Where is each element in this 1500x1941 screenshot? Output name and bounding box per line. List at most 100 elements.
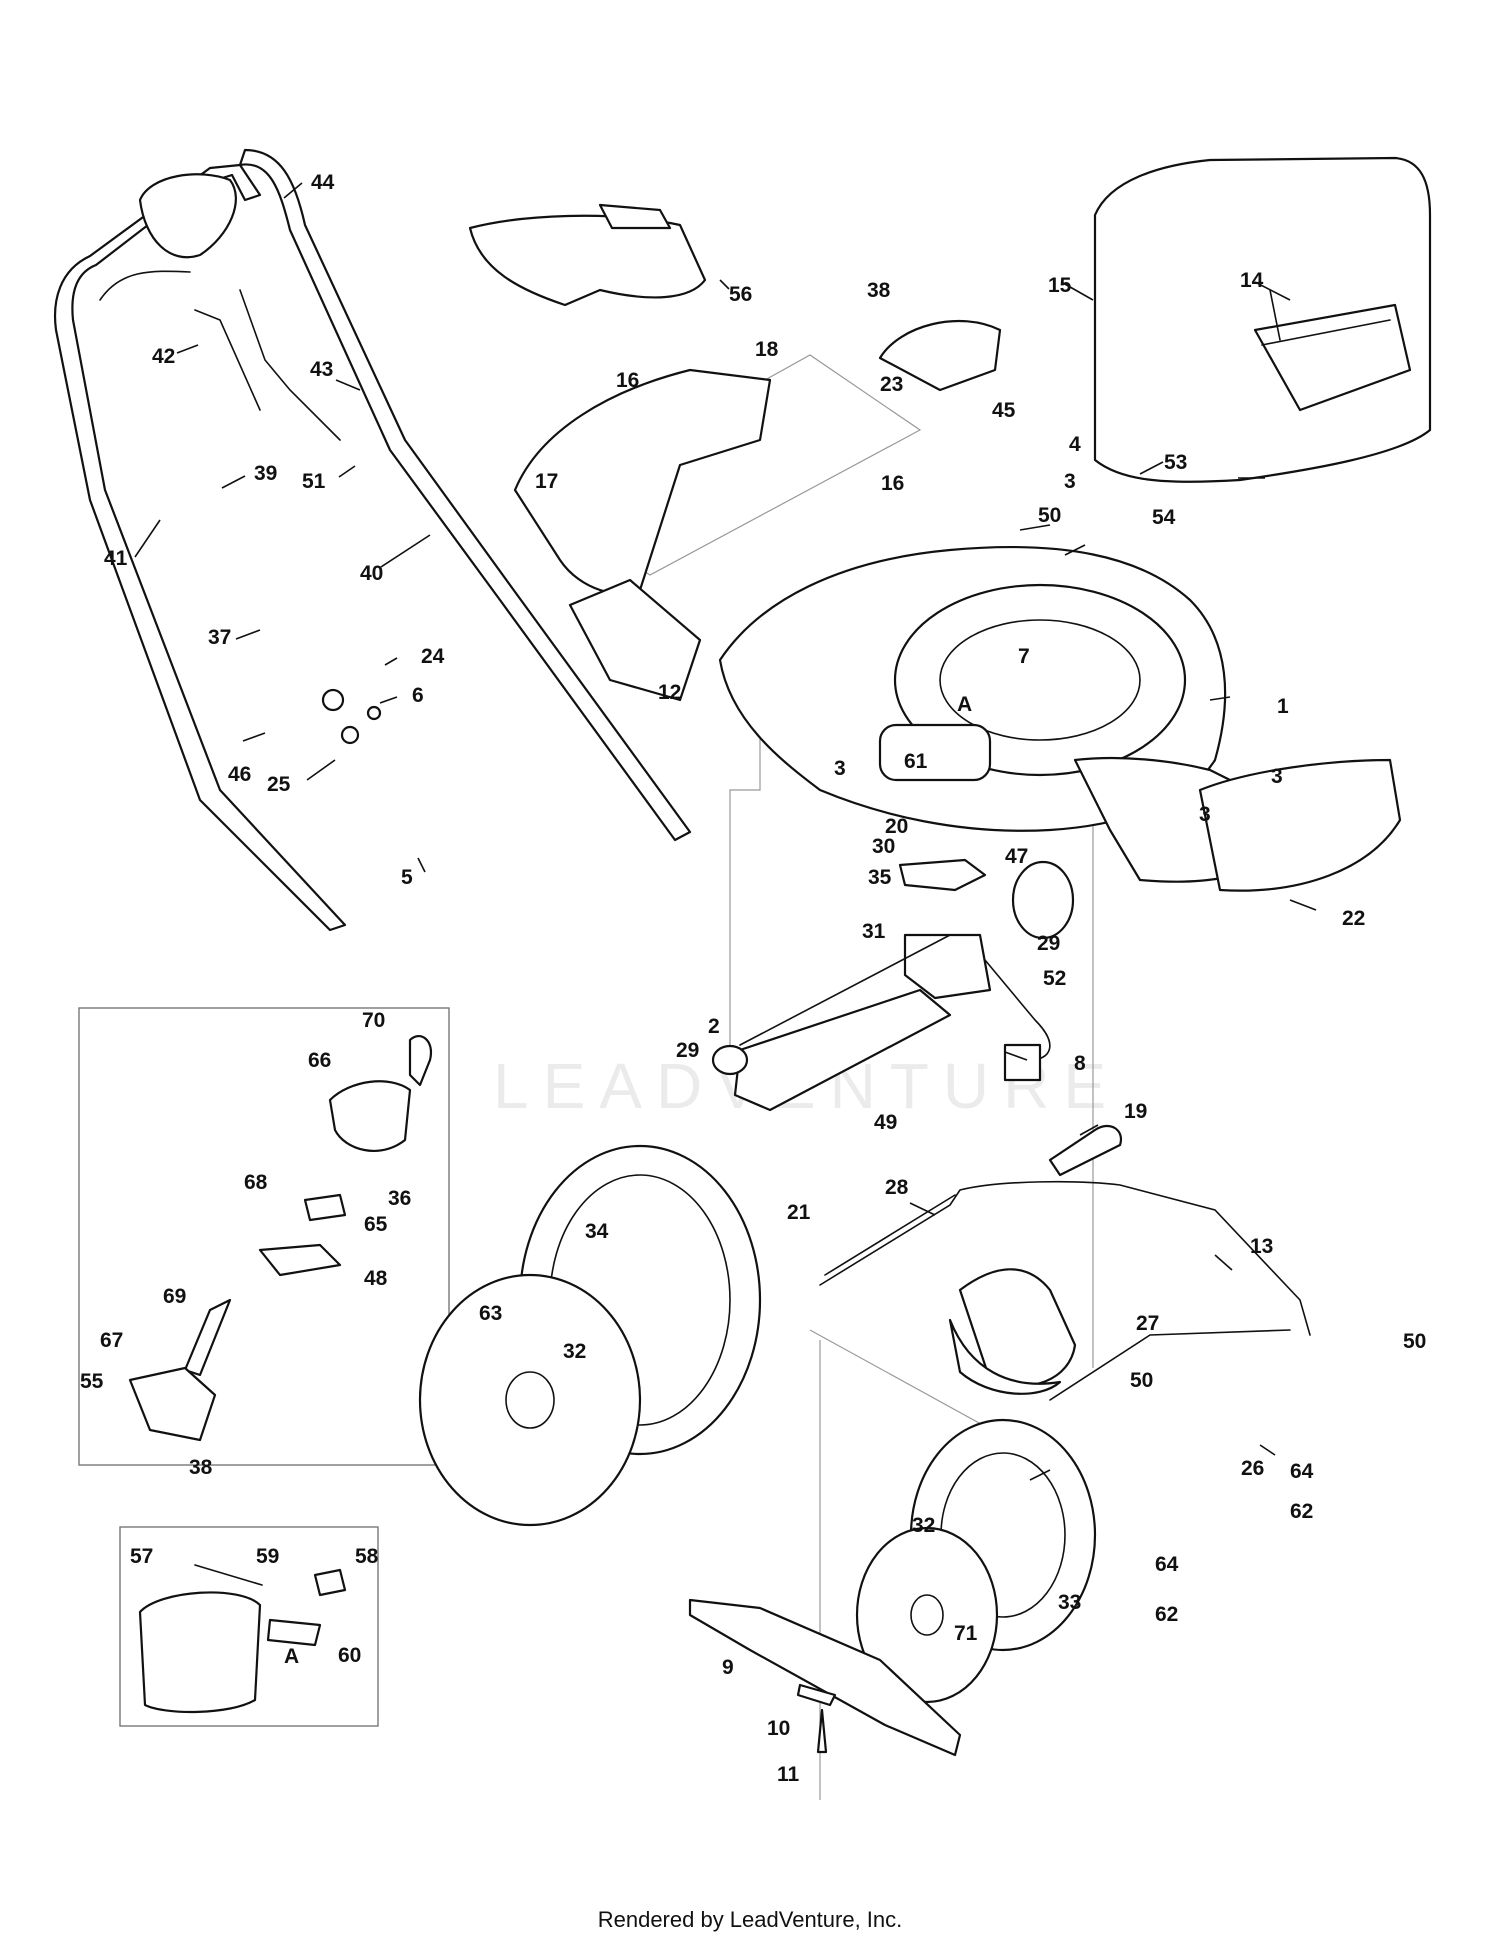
callout-66: 66 (308, 1049, 331, 1072)
hub-cap-rear (855, 1526, 999, 1704)
callout-3: 3 (1064, 470, 1076, 493)
callout-53: 53 (1164, 451, 1187, 474)
inset-box-control (78, 1007, 450, 1466)
callout-65: 65 (364, 1213, 388, 1236)
callout-35: 35 (868, 866, 892, 889)
callout-6: 6 (412, 684, 424, 707)
callout-61: 61 (904, 750, 928, 773)
callout-18: 18 (755, 338, 779, 361)
callout-1: 1 (1277, 695, 1289, 718)
callout-28: 28 (885, 1176, 909, 1199)
footer-credit: Rendered by LeadVenture, Inc. (597, 1907, 903, 1932)
callout-3: 3 (1199, 803, 1211, 826)
callout-26: 26 (1241, 1457, 1264, 1480)
callout-40: 40 (360, 562, 383, 585)
callout-17: 17 (535, 470, 558, 493)
callout-59: 59 (256, 1545, 279, 1568)
callout-36: 36 (388, 1187, 411, 1210)
callout-64: 64 (1155, 1553, 1179, 1576)
callout-54: 54 (1152, 506, 1176, 529)
callout-27: 27 (1136, 1312, 1159, 1335)
callout-7: 7 (1018, 645, 1030, 668)
callout-19: 19 (1124, 1100, 1147, 1123)
callout-71: 71 (954, 1622, 978, 1645)
callout-21: 21 (787, 1201, 811, 1224)
callout-62: 62 (1290, 1500, 1313, 1523)
callout-11: 11 (777, 1763, 800, 1786)
drive-assembly (711, 858, 1123, 1177)
rear-door-chute (468, 203, 1002, 702)
callout-46: 46 (228, 763, 251, 786)
callout-23: 23 (880, 373, 903, 396)
mower-deck (718, 545, 1402, 892)
callout-52: 52 (1043, 967, 1066, 990)
callout-62: 62 (1155, 1603, 1178, 1626)
callout-38: 38 (189, 1456, 213, 1479)
callout-32: 32 (912, 1514, 935, 1537)
callout-30: 30 (872, 835, 895, 858)
callout-42: 42 (152, 345, 175, 368)
callout-63: 63 (479, 1302, 502, 1325)
callout-13: 13 (1250, 1235, 1273, 1258)
callout-58: 58 (355, 1545, 379, 1568)
hub-cap-large (418, 1273, 642, 1527)
callout-38: 38 (867, 279, 891, 302)
callout-48: 48 (364, 1267, 388, 1290)
callout-56: 56 (729, 283, 752, 306)
callout-22: 22 (1342, 907, 1365, 930)
blade (688, 1598, 962, 1757)
callout-69: 69 (163, 1285, 186, 1308)
callout-51: 51 (302, 470, 326, 493)
callout-5: 5 (401, 866, 413, 889)
callout-44: 44 (311, 171, 335, 194)
callout-37: 37 (208, 626, 231, 649)
inset-box-mulch-plug (119, 1526, 379, 1727)
callout-43: 43 (310, 358, 333, 381)
callout-labels: 1 2 3 3 3 3 4 5 6 7 8 9 10 11 12 13 14 1… (80, 171, 1426, 1786)
callout-50: 50 (1130, 1369, 1153, 1392)
axle-and-lever (819, 1180, 1311, 1401)
callout-29: 29 (676, 1039, 699, 1062)
callout-2: 2 (708, 1015, 720, 1038)
callout-33: 33 (1058, 1591, 1081, 1614)
callout-14: 14 (1240, 269, 1264, 292)
callout-20: 20 (885, 815, 908, 838)
mulch-plug-parts (138, 1564, 347, 1714)
callout-24: 24 (421, 645, 445, 668)
callout-41: 41 (104, 547, 128, 570)
callout-67: 67 (100, 1329, 123, 1352)
callout-29: 29 (1037, 932, 1060, 955)
callout-16: 16 (881, 472, 904, 495)
callout-8: 8 (1074, 1052, 1086, 1075)
callout-50: 50 (1038, 504, 1061, 527)
callout-45: 45 (992, 399, 1016, 422)
callout-70: 70 (362, 1009, 385, 1032)
callout-39: 39 (254, 462, 277, 485)
control-box-parts (128, 1035, 433, 1442)
callout-49: 49 (874, 1111, 897, 1134)
callout-32: 32 (563, 1340, 586, 1363)
callout-25: 25 (267, 773, 291, 796)
callout-55: 55 (80, 1370, 104, 1393)
callout-60: 60 (338, 1644, 361, 1667)
callout-50: 50 (1403, 1330, 1426, 1353)
callout-10: 10 (767, 1717, 790, 1740)
handle-assembly (54, 148, 692, 932)
callout-68: 68 (244, 1171, 268, 1194)
callout-31: 31 (862, 920, 886, 943)
callout-4: 4 (1069, 433, 1081, 456)
callout-9: 9 (722, 1656, 734, 1679)
callout-12: 12 (658, 681, 681, 704)
callout-16: 16 (616, 369, 639, 392)
callout-57: 57 (130, 1545, 153, 1568)
callout-ref-a: A (284, 1645, 299, 1668)
callout-3: 3 (1271, 765, 1283, 788)
leader-lines (134, 182, 1317, 1481)
callout-15: 15 (1048, 274, 1072, 297)
callout-47: 47 (1005, 845, 1028, 868)
callout-3: 3 (834, 757, 846, 780)
callout-34: 34 (585, 1220, 609, 1243)
callout-ref-a: A (957, 693, 972, 716)
grass-bag (1093, 156, 1432, 483)
